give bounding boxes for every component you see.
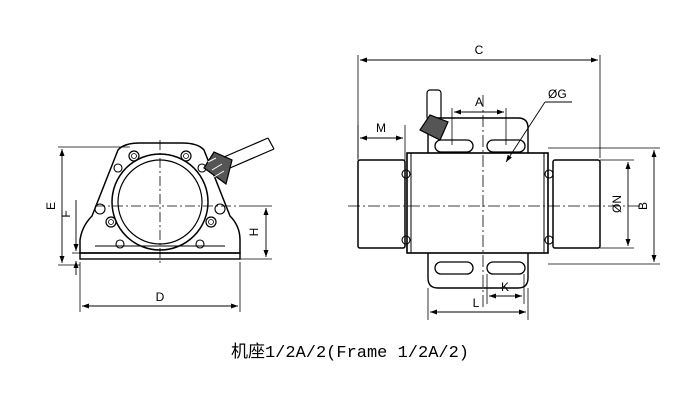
dimension-label-g: ØG bbox=[548, 87, 567, 101]
dimension-label-h: H bbox=[247, 228, 261, 237]
mounting-slot-icon bbox=[434, 139, 526, 275]
dimension-label-k: K bbox=[501, 280, 509, 294]
end-view: D E F H bbox=[44, 137, 275, 312]
figure-caption: 机座1/2A/2(Frame 1/2A/2) bbox=[231, 342, 469, 363]
dimension-label-e: E bbox=[44, 202, 58, 210]
dimension-label-d: D bbox=[156, 290, 165, 304]
dimension-label-m: M bbox=[376, 121, 386, 135]
dimension-label-c: C bbox=[475, 43, 484, 57]
bolt-icon bbox=[401, 169, 554, 245]
cable-gland-icon bbox=[203, 137, 275, 186]
dimension-label-b: B bbox=[636, 202, 650, 210]
dimension-label-a: A bbox=[475, 95, 483, 109]
dimension-label-n: ØN bbox=[610, 195, 624, 213]
dimension-label-f: F bbox=[59, 210, 73, 217]
top-view: C A ØG M ØN B L K bbox=[348, 43, 660, 320]
dimension-label-l: L bbox=[473, 296, 480, 310]
cable-gland-icon bbox=[419, 89, 449, 141]
